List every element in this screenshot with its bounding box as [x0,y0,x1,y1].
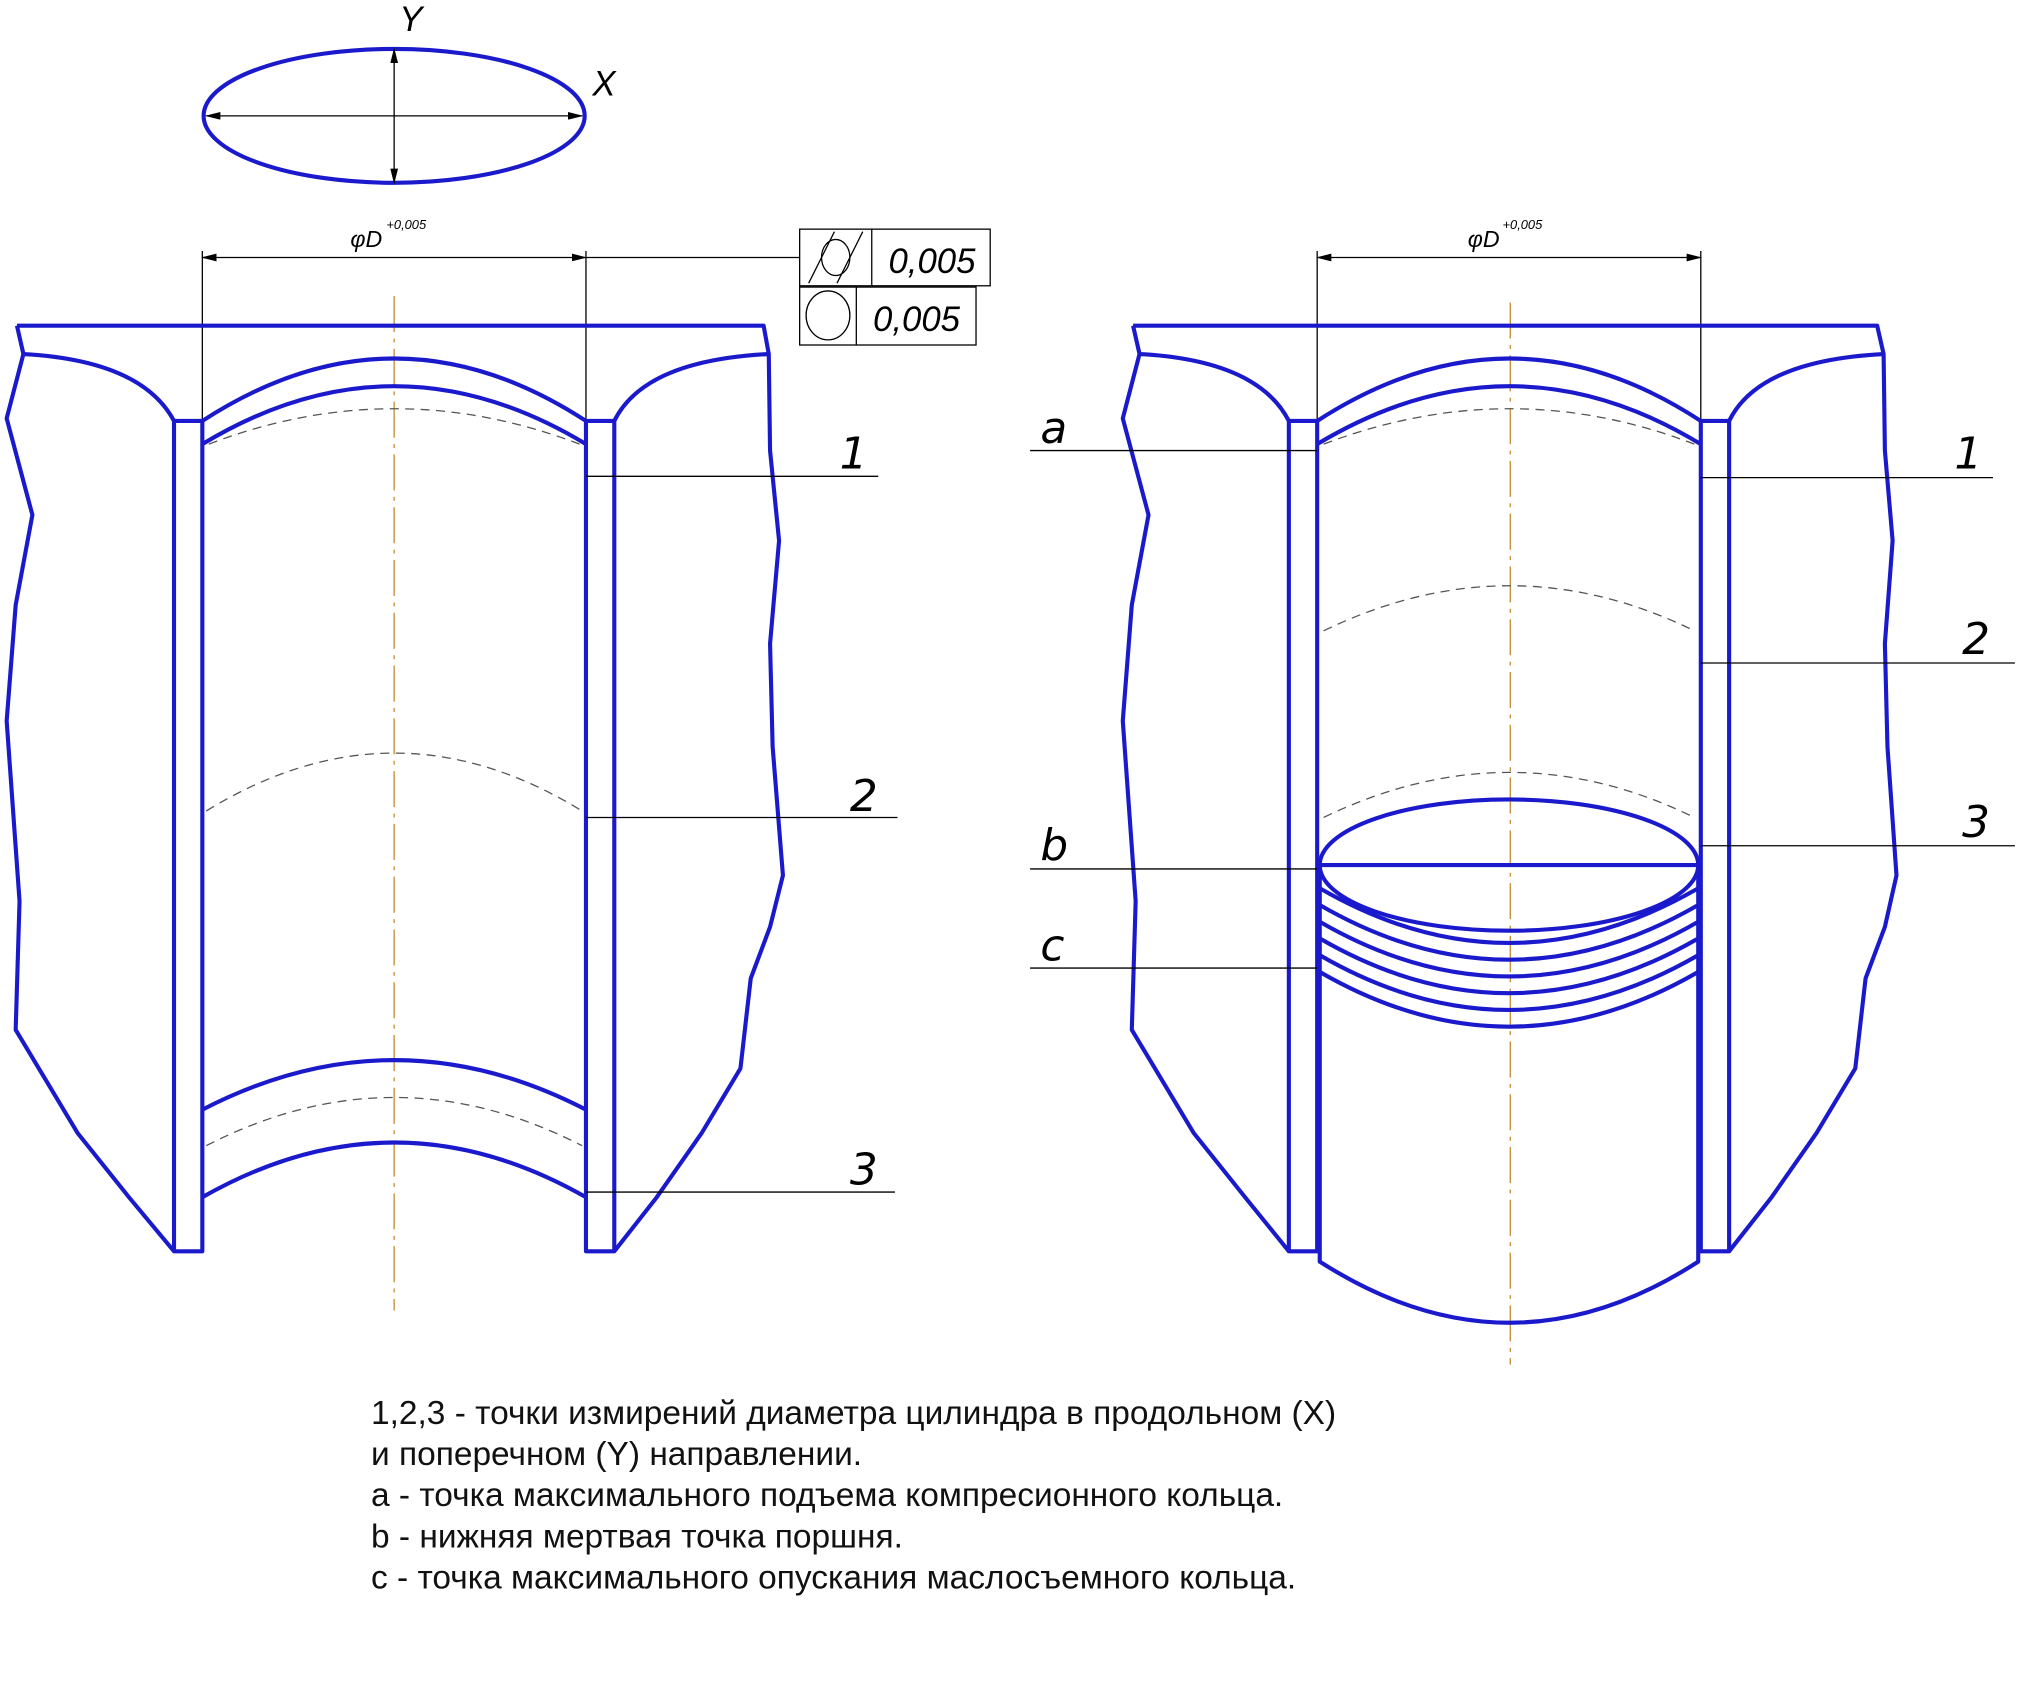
x-axis-label: X [591,65,617,103]
tolerance-frame-roundness: 0,005 [799,286,977,346]
point-b-label: b [1040,820,1068,871]
legend-notes: 1,2,3 - точки измирений диаметра цилиндр… [371,1395,1336,1597]
diameter-tolerance-right: +0,005 [1503,217,1544,232]
tolerance-frame-cylindricity: 0,005 [799,228,991,287]
point-2-label-right: 2 [1962,614,1990,665]
svg-text:0,005: 0,005 [888,243,976,281]
y-axis-label: Y [399,1,425,39]
section-ellipse: Y X [201,1,617,185]
point-2-label: 2 [850,771,878,822]
diameter-tolerance: +0,005 [386,217,427,232]
svg-text:1,2,3 - точки измирений диамет: 1,2,3 - точки измирений диаметра цилиндр… [371,1395,1336,1432]
point-c-label: c [1040,920,1064,971]
left-cylinder-view: φD +0,005 0,005 0,005 1 [4,217,991,1311]
diameter-label: φD [350,226,382,252]
svg-text:0,005: 0,005 [873,301,961,339]
svg-text:и поперечном (Y) направлении.: и поперечном (Y) направлении. [371,1436,862,1473]
point-1-label: 1 [840,429,868,480]
point-3-label-right: 3 [1962,797,1990,848]
point-3-label: 3 [850,1144,878,1195]
svg-text:c - точка максимального опуска: c - точка максимального опускания маслос… [371,1560,1296,1597]
svg-text:b - нижняя мертвая точка поршн: b - нижняя мертвая точка поршня. [371,1518,903,1555]
svg-text:a - точка максимального подъем: a - точка максимального подъема компреси… [371,1477,1283,1514]
point-a-label: a [1040,403,1067,454]
right-cylinder-view: φD +0,005 a b c 1 [1030,217,2015,1365]
point-1-label-right: 1 [1954,429,1982,480]
diameter-label-right: φD [1468,226,1500,252]
cylindricity-icon [820,238,851,277]
piston [1317,797,1701,1325]
roundness-icon [805,290,851,341]
